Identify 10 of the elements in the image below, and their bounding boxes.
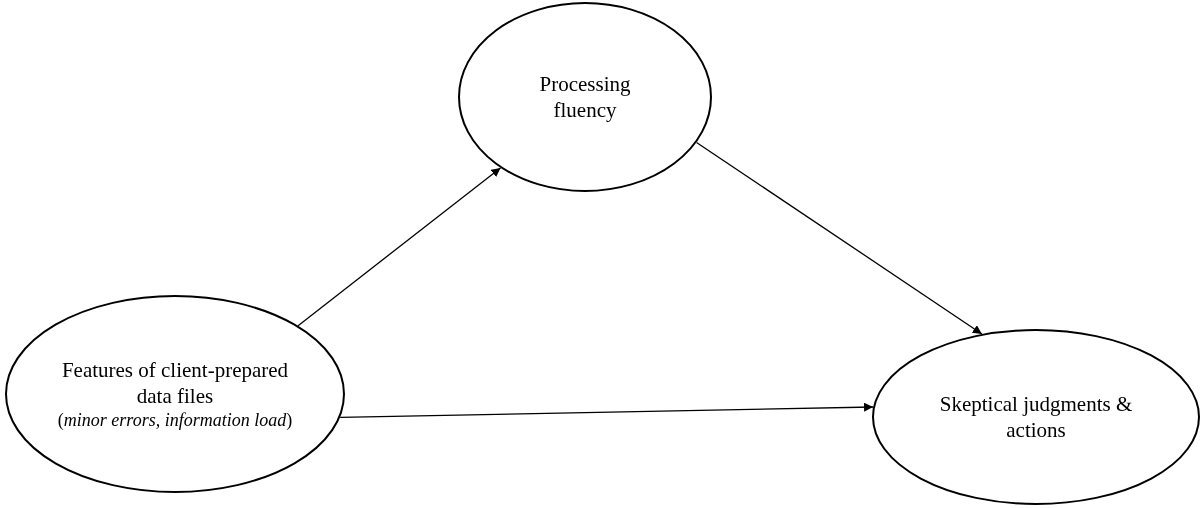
node-title: Processing fluency [538,70,632,124]
arrow [695,141,983,335]
ellipse-node [872,329,1200,505]
arrow [339,402,874,418]
node-title: Skeptical judgments & actions [938,390,1134,444]
node-note: (minor errors, information load) [57,409,293,432]
ellipse-node [5,295,345,493]
ellipse-node [458,2,712,192]
node-title: Features of client-prepared data files [60,356,290,409]
arrow [297,167,502,327]
